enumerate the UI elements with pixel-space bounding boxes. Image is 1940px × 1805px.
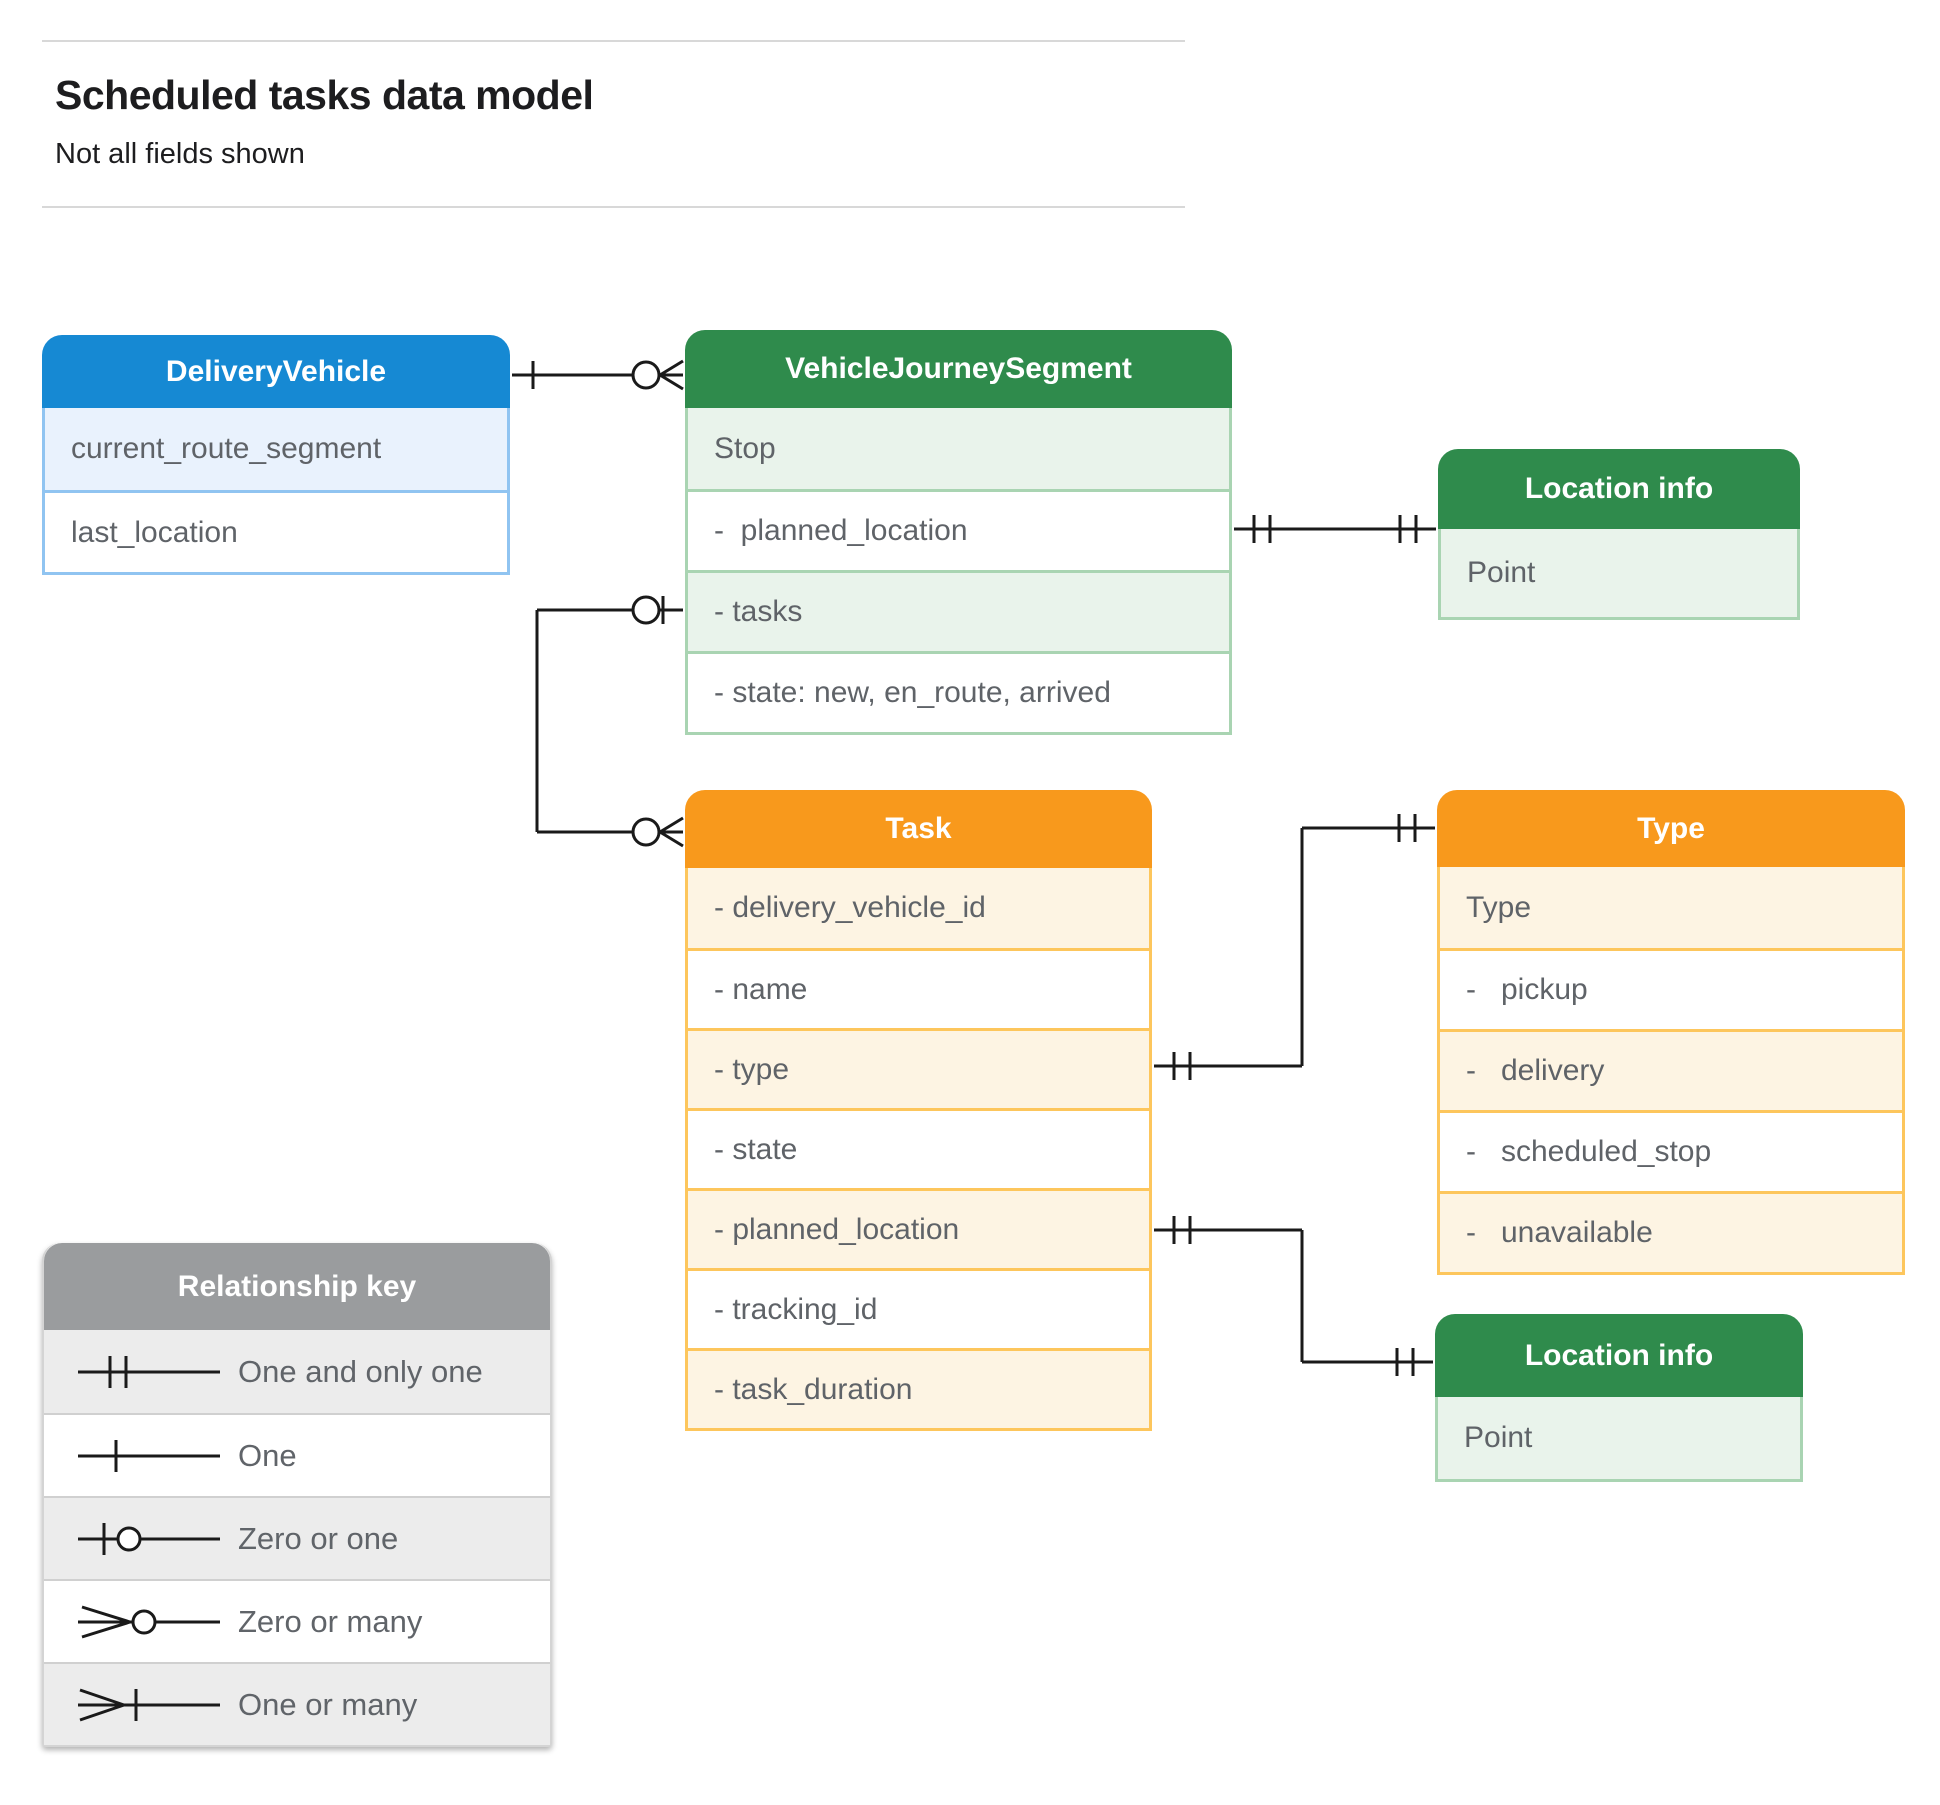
task-row-task-duration: - task_duration — [688, 1348, 1149, 1428]
one-and-only-one-icon — [78, 1355, 220, 1388]
legend-item-label: One — [238, 1437, 297, 1473]
delivery-vehicle-row-current-route-segment: current_route_segment — [45, 408, 507, 490]
one-or-many-icon — [78, 1688, 220, 1721]
task-row-tracking-id: - tracking_id — [688, 1268, 1149, 1348]
legend-item-one-or-many: One or many — [44, 1662, 550, 1745]
delivery-vehicle-header: DeliveryVehicle — [42, 335, 510, 408]
task-row-name: - name — [688, 948, 1149, 1028]
legend-item-label: One or many — [238, 1686, 418, 1722]
type-row-unavailable: - unavailable — [1440, 1191, 1902, 1272]
legend-item-zero-or-many: Zero or many — [44, 1579, 550, 1662]
type-header: Type — [1437, 790, 1905, 867]
vehicle-journey-segment-row-tasks: - tasks — [688, 570, 1229, 651]
type-fields: Type- pickup- delivery- scheduled_stop- … — [1437, 867, 1905, 1275]
legend-item-zero-or-one: Zero or one — [44, 1496, 550, 1579]
title-divider — [42, 206, 1185, 208]
vehicle-journey-segment-row-state-new-en-route-arrived: - state: new, en_route, arrived — [688, 651, 1229, 732]
location-info-top-row-point: Point — [1441, 529, 1797, 617]
task-row-planned-location: - planned_location — [688, 1188, 1149, 1268]
delivery-vehicle-row-last-location: last_location — [45, 490, 507, 572]
zero-or-many-icon — [78, 1605, 220, 1638]
type-row-scheduled-stop: - scheduled_stop — [1440, 1110, 1902, 1191]
entity-task: Task- delivery_vehicle_id- name- type- s… — [685, 790, 1152, 1431]
page-title: Scheduled tasks data model — [55, 72, 594, 118]
type-row-delivery: - delivery — [1440, 1029, 1902, 1110]
location-info-top-header: Location info — [1438, 449, 1800, 529]
vehicle-journey-segment-row-stop: Stop — [688, 408, 1229, 489]
page-subtitle: Not all fields shown — [55, 138, 305, 170]
vehicle-journey-segment-fields: Stop- planned_location- tasks- state: ne… — [685, 408, 1232, 735]
location-info-bottom-row-point: Point — [1438, 1397, 1800, 1479]
one-icon — [78, 1439, 220, 1472]
location-info-bottom-fields: Point — [1435, 1397, 1803, 1482]
legend-item-one-and-only-one: One and only one — [44, 1330, 550, 1413]
type-row-pickup: - pickup — [1440, 948, 1902, 1029]
legend-item-label: Zero or many — [238, 1603, 423, 1639]
task-row-delivery-vehicle-id: - delivery_vehicle_id — [688, 868, 1149, 948]
legend-item-label: One and only one — [238, 1353, 483, 1389]
legend-item-one: One — [44, 1413, 550, 1496]
task-header: Task — [685, 790, 1152, 868]
vehicle-journey-segment-header: VehicleJourneySegment — [685, 330, 1232, 408]
type-row-type: Type — [1440, 867, 1902, 948]
top-divider — [42, 40, 1185, 42]
location-info-bottom-header: Location info — [1435, 1314, 1803, 1397]
vehicle-journey-segment-row-planned-location: - planned_location — [688, 489, 1229, 570]
location-info-top-fields: Point — [1438, 529, 1800, 620]
task-row-state: - state — [688, 1108, 1149, 1188]
relationship-key-header: Relationship key — [44, 1243, 550, 1330]
task-fields: - delivery_vehicle_id- name- type- state… — [685, 868, 1152, 1431]
task-row-type: - type — [688, 1028, 1149, 1108]
legend-item-label: Zero or one — [238, 1520, 399, 1556]
zero-or-one-icon — [78, 1522, 220, 1555]
